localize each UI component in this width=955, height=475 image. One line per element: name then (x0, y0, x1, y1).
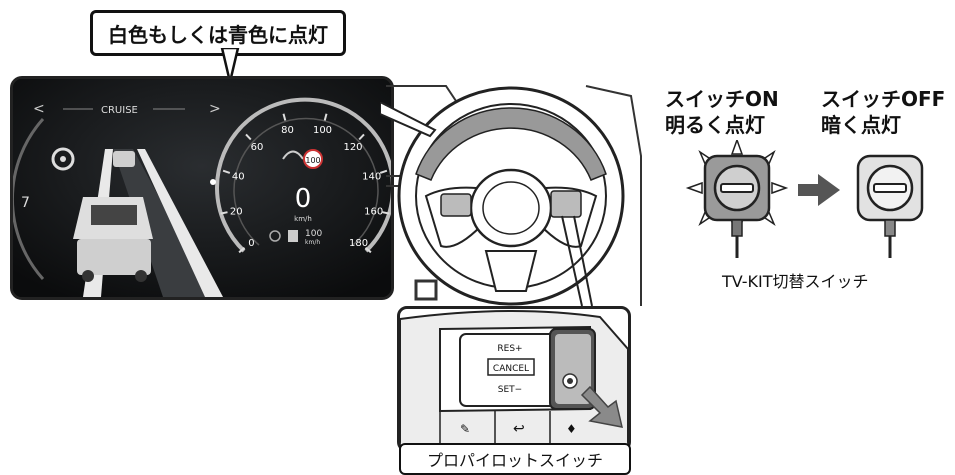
speed-tick-mark (220, 211, 228, 215)
switch-off-icon (856, 154, 924, 258)
lane-line-right (137, 149, 223, 297)
cruise-mode-label: CRUISE (101, 105, 138, 116)
meter-display: 7 < CRUISE > 0 20 40 60 80 100 120 140 160 180 10… (10, 76, 394, 300)
tvkit-switch-illustration (685, 140, 924, 258)
lane-keep-icon (282, 150, 304, 160)
left-gauge-digit: 7 (21, 195, 30, 211)
speed-tick-label: 100 (313, 125, 332, 136)
speed-limit-sign-icon (303, 149, 323, 169)
switch-on-title: スイッチON (665, 87, 779, 111)
switch-on-icon (685, 140, 789, 258)
speed-tick-mark (323, 113, 328, 121)
left-gauge-arc (13, 118, 45, 280)
switch-on-desc: 明るく点灯 (665, 113, 765, 137)
speed-tick-mark (282, 113, 287, 121)
speed-tick-mark (358, 133, 365, 141)
speed-limit-value: 100 (305, 156, 320, 165)
indicator-callout-label: 白色もしくは青色に点灯 (90, 10, 346, 56)
speed-tick-label: 40 (232, 172, 245, 183)
speed-tick-label: 0 (248, 238, 254, 249)
dash-leader (380, 102, 437, 138)
voice-icon: ✎ (460, 422, 470, 436)
cancel-button-label: CANCEL (493, 364, 529, 374)
steering-wheel-illustration (386, 85, 642, 306)
propilot-switch-label: プロパイロットスイッチ (399, 443, 631, 475)
set-button-label: SET− (498, 385, 522, 395)
steering-assist-icon (51, 147, 75, 171)
speed-tick-label: 120 (343, 142, 362, 153)
switch-off-title: スイッチOFF (821, 87, 946, 111)
info-icon: ♦ (566, 422, 577, 436)
speed-tick-label: 20 (230, 207, 243, 218)
speed-tick-mark (238, 247, 246, 254)
tvkit-caption: TV-KIT切替スイッチ (722, 272, 869, 291)
right-switch-cluster (550, 190, 582, 218)
set-speed-unit: km/h (305, 239, 320, 246)
res-button-label: RES+ (497, 344, 522, 354)
transition-arrow-icon (798, 174, 840, 206)
switch-off-desc: 暗く点灯 (821, 113, 901, 137)
speedometer (215, 97, 391, 253)
speed-tick-label: 80 (281, 125, 294, 136)
nav-right-arrow: > (209, 101, 221, 117)
speed-tick-mark (379, 169, 388, 174)
current-speed-unit: km/h (294, 215, 312, 223)
switch-panel-zoom: RES+ CANCEL SET− ✎ ↩ ♦ (397, 306, 631, 452)
speed-tick-mark (382, 211, 390, 215)
speed-tick-label: 160 (364, 207, 383, 218)
speed-tick-mark (364, 247, 372, 254)
cancel-button (487, 358, 535, 376)
speed-tick-label: 60 (251, 142, 264, 153)
cruise-status-icon (269, 230, 281, 242)
phone-icon: ↩ (513, 421, 525, 437)
nav-left-arrow: < (33, 101, 45, 117)
speed-tick-mark (245, 133, 252, 141)
pointer-arrow-icon (580, 385, 623, 428)
current-speed-value: 0 (295, 184, 312, 214)
set-speed-value: 100 (305, 229, 322, 239)
speed-tick-mark (222, 169, 231, 174)
speed-tick-label: 140 (362, 172, 381, 183)
vehicle-ahead-mini-icon (288, 230, 298, 242)
speed-tick-label: 180 (349, 238, 368, 249)
lead-vehicle-icon (113, 151, 135, 167)
speedometer-arc (215, 97, 391, 253)
